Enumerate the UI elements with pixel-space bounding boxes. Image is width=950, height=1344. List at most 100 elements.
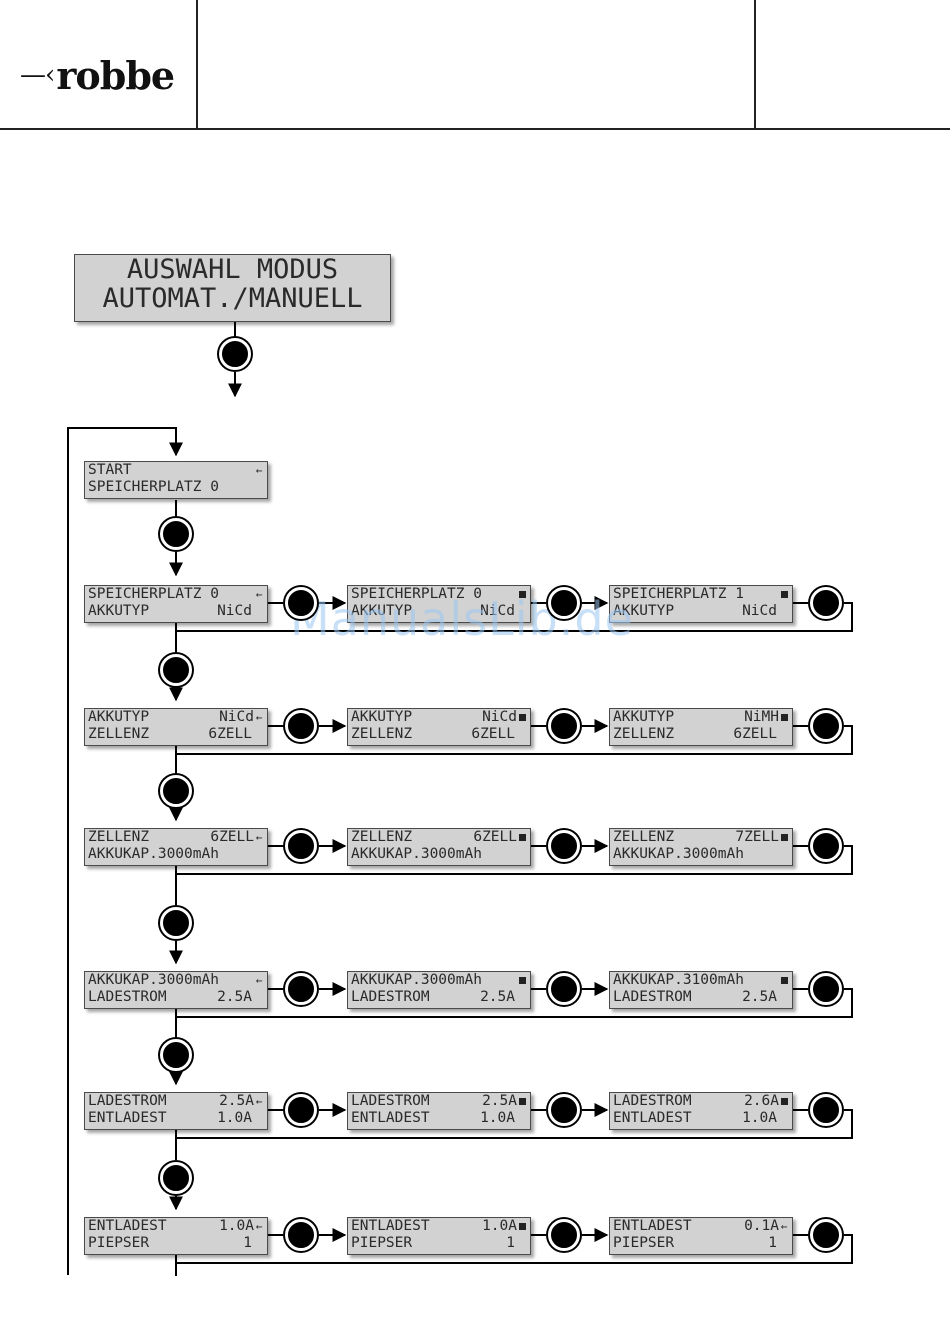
lcd-line2-value: 2.5A	[217, 989, 252, 1005]
arrow-indicator-icon: ←	[255, 588, 263, 601]
lcd-line2: AKKUKAP.3000mAh	[610, 846, 792, 863]
square-indicator-icon	[519, 714, 526, 721]
lcd-line1-value: 7ZELL	[735, 829, 779, 845]
lcd-line1: SPEICHERPLATZ 0	[348, 586, 530, 603]
row-return-path	[175, 845, 853, 875]
lcd-line1-value: 6ZELL	[473, 829, 517, 845]
lcd-line1-value-group: NiCd←	[219, 709, 264, 726]
mode-select-line2: AUTOMAT./MANUELL	[75, 284, 390, 313]
lcd-line1-value: NiCd	[219, 709, 254, 725]
logo-text: robbe	[56, 53, 175, 98]
lcd-line1-value: 1.0A	[219, 1218, 254, 1234]
lcd-line1-label: AKKUTYP	[613, 709, 675, 725]
lcd-line1: SPEICHERPLATZ 0←	[85, 586, 267, 603]
lcd-line1: AKKUKAP.3100mAh	[610, 972, 792, 989]
lcd-line1-value: 1.0A	[482, 1218, 517, 1234]
lcd-line1-label: AKKUTYP	[351, 709, 413, 725]
lcd-line2-value: 1	[243, 1235, 252, 1251]
row-confirm-button-2[interactable]	[160, 907, 192, 939]
lcd-line2-value: NiCd	[480, 603, 515, 619]
lcd-line1-value: NiCd	[482, 709, 517, 725]
header-divider-left	[196, 0, 198, 130]
lcd-line1-label: ZELLENZ	[88, 829, 150, 845]
increment-button-r5-c1[interactable]	[548, 1219, 580, 1251]
lcd-line1-value-group	[779, 972, 789, 989]
increment-button-r2-c2[interactable]	[810, 830, 842, 862]
lcd-line1-value: 6ZELL	[210, 829, 254, 845]
mode-confirm-button[interactable]	[219, 338, 251, 370]
square-indicator-icon	[519, 834, 526, 841]
increment-button-r1-c2[interactable]	[810, 710, 842, 742]
increment-button-r4-c2[interactable]	[810, 1094, 842, 1126]
square-indicator-icon	[781, 834, 788, 841]
lcd-line1-label: AKKUKAP.3000mAh	[88, 972, 219, 988]
lcd-line1-value-group: NiCd	[482, 709, 527, 726]
lcd-line1-value-group: ←	[254, 586, 264, 603]
square-indicator-icon	[781, 977, 788, 984]
lcd-line2: AKKUKAP.3000mAh	[348, 846, 530, 863]
increment-button-r1-c0[interactable]	[285, 710, 317, 742]
lcd-line2-value: 6ZELL	[208, 726, 252, 742]
increment-button-r5-c0[interactable]	[285, 1219, 317, 1251]
lcd-line1-label: LADESTROM	[88, 1093, 167, 1109]
square-indicator-icon	[519, 591, 526, 598]
lcd-line1-value-group: 2.5A←	[219, 1093, 264, 1110]
lcd-line2-value: 2.5A	[480, 989, 515, 1005]
increment-button-r0-c1[interactable]	[548, 587, 580, 619]
increment-button-r5-c2[interactable]	[810, 1219, 842, 1251]
mode-select-line1: AUSWAHL MODUS	[75, 255, 390, 284]
mode-select-line2-text: AUTOMAT./MANUELL	[102, 283, 363, 314]
row-return-path	[175, 1234, 853, 1264]
increment-button-r3-c2[interactable]	[810, 973, 842, 1005]
start-confirm-button[interactable]	[160, 518, 192, 550]
lcd-line1-label: ZELLENZ	[613, 829, 675, 845]
lcd-line2-label: PIEPSER	[351, 1235, 413, 1251]
lcd-line1: AKKUTYP NiCd	[348, 709, 530, 726]
logo-mark-icon: —‹	[20, 60, 55, 90]
lcd-line1-value-group: ←	[254, 972, 264, 989]
row-confirm-button-1[interactable]	[160, 775, 192, 807]
start-display-line2: SPEICHERPLATZ 0	[85, 479, 267, 496]
lcd-line1-value-group: NiMH	[744, 709, 789, 726]
lcd-line1-label: AKKUKAP.3000mAh	[351, 972, 482, 988]
lcd-line2: ZELLENZ 6ZELL	[85, 726, 267, 743]
lcd-line1-label: ENTLADEST	[613, 1218, 692, 1234]
robbe-logo: —‹robbe	[20, 52, 175, 99]
increment-button-r1-c1[interactable]	[548, 710, 580, 742]
lcd-line1-value-group: 2.5A	[482, 1093, 527, 1110]
row-confirm-button-0[interactable]	[160, 654, 192, 686]
lcd-line2-label: ENTLADEST	[351, 1110, 430, 1126]
lcd-line2-label: ZELLENZ	[88, 726, 150, 742]
row-return-path	[175, 602, 853, 632]
row-confirm-button-4[interactable]	[160, 1162, 192, 1194]
start-memory-slot: SPEICHERPLATZ 0	[88, 479, 219, 495]
row-return-path	[175, 988, 853, 1018]
lcd-line1-value: NiMH	[744, 709, 779, 725]
increment-button-r2-c0[interactable]	[285, 830, 317, 862]
increment-button-r3-c0[interactable]	[285, 973, 317, 1005]
lcd-line1-value: 0.1A	[744, 1218, 779, 1234]
lcd-line1-value-group	[517, 586, 527, 603]
increment-button-r0-c2[interactable]	[810, 587, 842, 619]
square-indicator-icon	[781, 1098, 788, 1105]
increment-button-r3-c1[interactable]	[548, 973, 580, 1005]
row-confirm-button-3[interactable]	[160, 1039, 192, 1071]
lcd-line1: AKKUKAP.3000mAh ←	[85, 972, 267, 989]
increment-button-r4-c0[interactable]	[285, 1094, 317, 1126]
square-indicator-icon	[519, 1223, 526, 1230]
increment-button-r0-c0[interactable]	[285, 587, 317, 619]
increment-button-r4-c1[interactable]	[548, 1094, 580, 1126]
increment-button-r2-c1[interactable]	[548, 830, 580, 862]
